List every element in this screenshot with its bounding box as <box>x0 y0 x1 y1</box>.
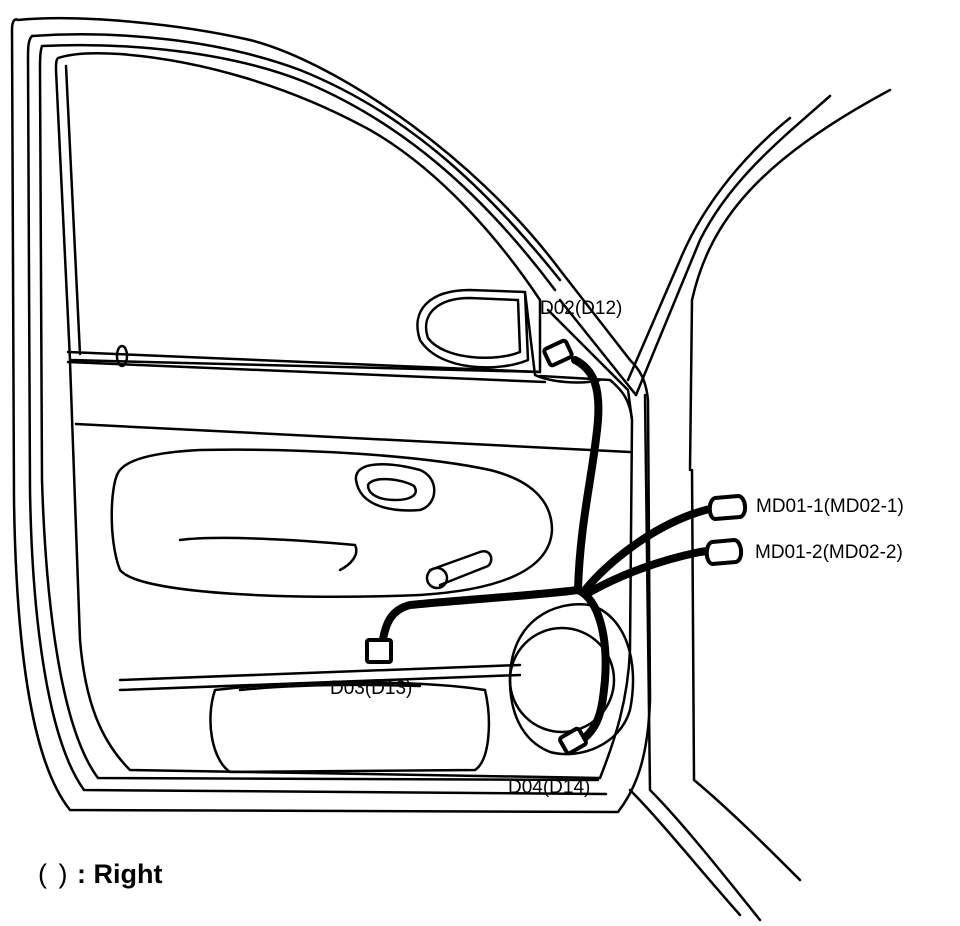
label-md01-1: MD01-1(MD02-1) <box>756 496 904 517</box>
harness-to-d04 <box>571 586 610 749</box>
label-d04: D04(D14) <box>508 777 591 798</box>
connector-md01-1 <box>707 494 747 521</box>
body-pillar-line-3 <box>688 88 892 472</box>
panel-armrest-line <box>74 422 632 454</box>
window-opening <box>54 51 542 374</box>
door-panel-outline <box>68 360 634 780</box>
lock-knob <box>428 549 493 587</box>
label-md01-2: MD01-2(MD02-2) <box>755 542 903 563</box>
map-pocket <box>209 681 491 774</box>
connector-md01-2 <box>704 538 743 566</box>
label-d03: D03(D13) <box>330 678 413 699</box>
label-d02: D02(D12) <box>540 298 623 319</box>
door-frame-top-2 <box>40 43 557 292</box>
legend-parens: ( ) <box>38 859 70 889</box>
body-pillar-line-1 <box>634 94 832 397</box>
harness-to-d03 <box>378 586 582 649</box>
speaker-bezel <box>508 603 635 756</box>
map-pocket-lip <box>238 683 422 692</box>
legend: ( ) : Right <box>38 861 162 888</box>
door-frame-line-2 <box>38 44 600 782</box>
door-edge-2 <box>546 308 634 422</box>
window-opening-inner <box>64 64 82 356</box>
armrest-outline <box>110 448 554 598</box>
armrest-crease <box>178 536 358 572</box>
legend-text: : Right <box>77 859 163 889</box>
body-pillar-line-6 <box>628 788 742 917</box>
door-frame-line-1 <box>26 34 608 796</box>
connector-d03 <box>365 638 393 664</box>
window-trim-strip <box>66 350 547 384</box>
mirror-inner <box>424 296 522 360</box>
body-pillar-line-5 <box>690 468 802 882</box>
door-handle-inner <box>366 477 417 502</box>
body-pillar-line-4 <box>643 393 762 922</box>
harness-main-trunk <box>571 356 603 594</box>
trim-clip <box>115 344 129 368</box>
body-pillar-line-2 <box>626 116 792 382</box>
lock-knob-head <box>425 566 449 590</box>
connector-d02 <box>542 338 574 368</box>
door-handle-recess <box>354 463 436 512</box>
mirror-outline <box>416 288 530 369</box>
door-edge <box>558 298 638 397</box>
door-outer-frame <box>10 16 652 814</box>
connector-d04 <box>558 726 588 756</box>
door-frame-top-1 <box>30 33 562 282</box>
